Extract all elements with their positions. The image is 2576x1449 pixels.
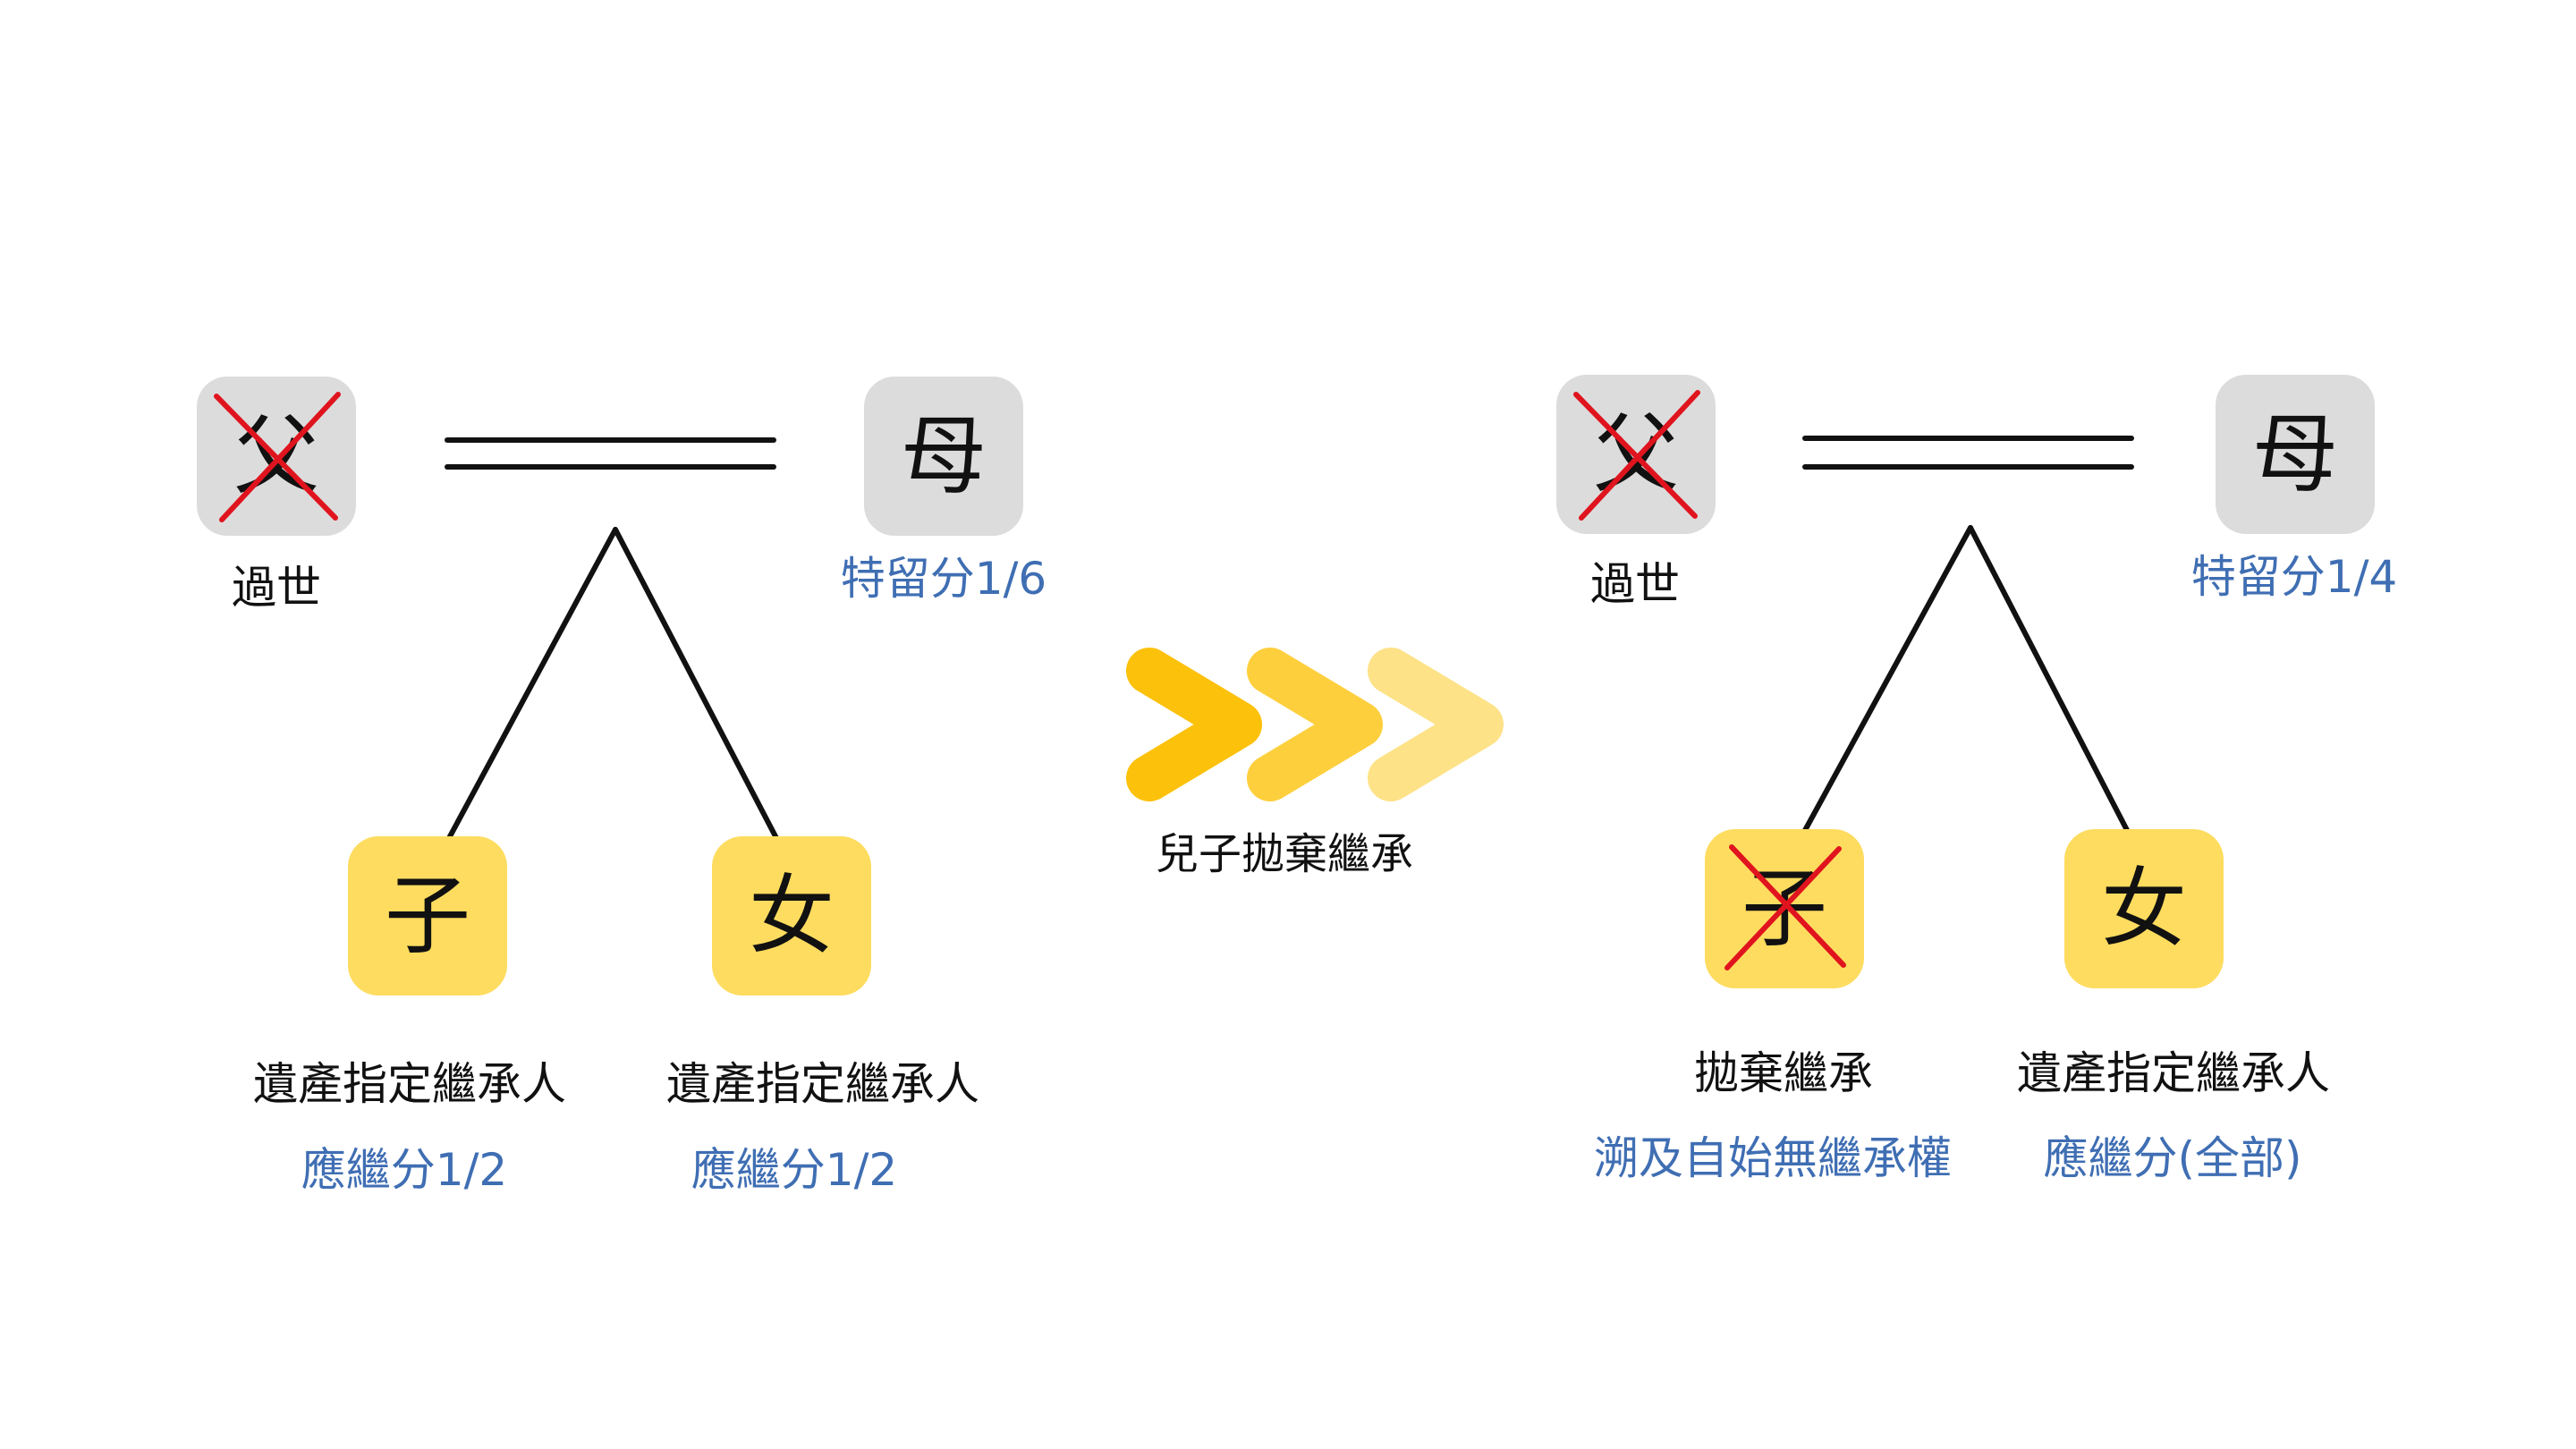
transition-caption: 兒子拋棄繼承	[1155, 829, 1413, 879]
after-daughter-box: 女	[2064, 829, 2224, 988]
after-father-box: 父	[1556, 375, 1716, 534]
after-daughter-role: 遺產指定繼承人	[2017, 1047, 2330, 1099]
triple-chevron-right-icon	[1126, 648, 1504, 801]
after-daughter-share: 應繼分(全部)	[2043, 1132, 2302, 1184]
before-father-status: 過世	[232, 562, 321, 614]
after-daughter-char: 女	[2101, 859, 2187, 959]
after-son-role: 拋棄繼承	[1694, 1047, 1873, 1099]
before-son-box: 子	[348, 836, 507, 996]
before-mother-char: 母	[901, 406, 987, 506]
before-daughter-share: 應繼分1/2	[691, 1144, 898, 1196]
before-daughter-char: 女	[749, 866, 835, 966]
before-son-role: 遺產指定繼承人	[253, 1058, 566, 1110]
after-mother-box: 母	[2216, 375, 2375, 534]
after-son-share: 溯及自始無繼承權	[1594, 1132, 1952, 1184]
cross-icon	[214, 392, 341, 522]
after-branch-son	[1801, 525, 1973, 836]
cross-icon	[1573, 390, 1700, 521]
before-son-char: 子	[385, 866, 470, 966]
after-branch-daughter	[1968, 525, 2131, 836]
cross-icon	[1724, 844, 1846, 970]
before-mother-box: 母	[864, 377, 1023, 536]
after-mother-share: 特留分1/4	[2190, 551, 2398, 603]
after-father-status: 過世	[1590, 558, 1680, 610]
before-father-box: 父	[197, 377, 356, 536]
before-son-share: 應繼分1/2	[301, 1144, 508, 1196]
after-son-box: 子	[1705, 829, 1864, 988]
before-daughter-role: 遺產指定繼承人	[666, 1058, 979, 1110]
before-daughter-box: 女	[712, 836, 871, 996]
after-mother-char: 母	[2252, 404, 2338, 504]
before-mother-share: 特留分1/6	[840, 553, 1047, 605]
before-branch-daughter	[613, 527, 779, 841]
before-branch-son	[446, 527, 618, 841]
